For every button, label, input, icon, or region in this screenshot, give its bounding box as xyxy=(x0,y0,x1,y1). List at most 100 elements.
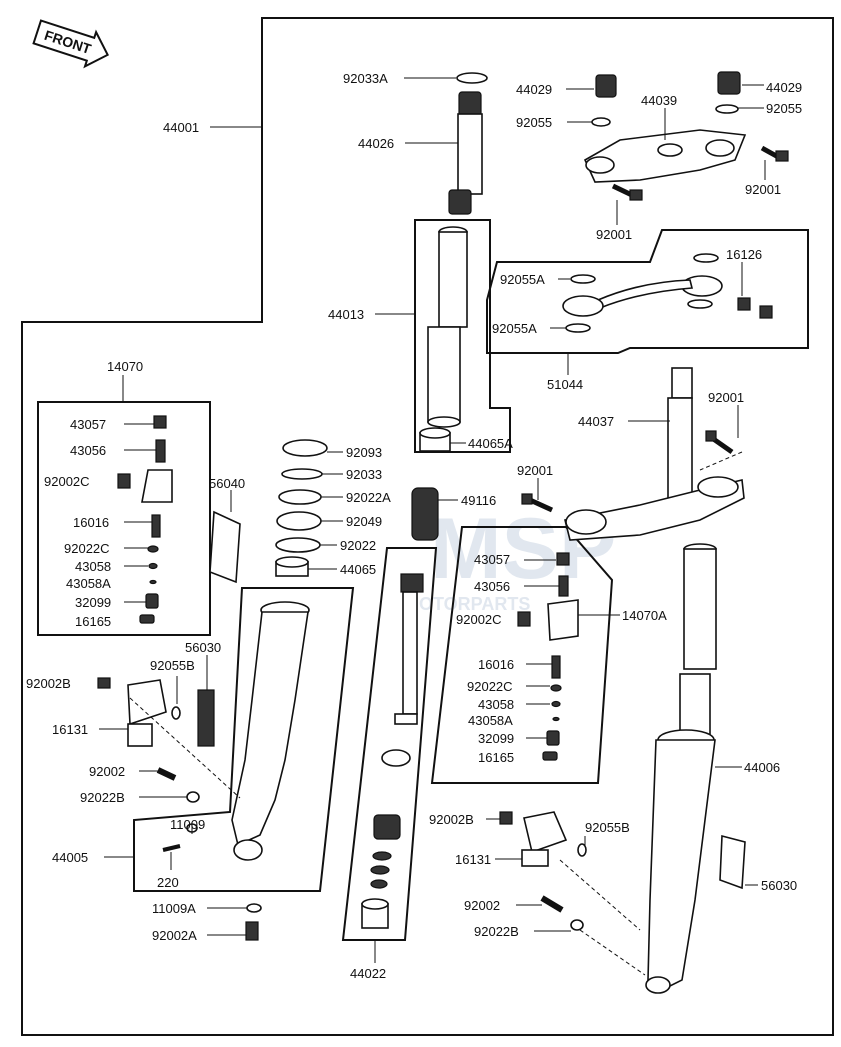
o-ring-part xyxy=(147,545,159,553)
washer-part xyxy=(278,489,322,505)
o-ring-part xyxy=(551,700,561,708)
circlip-part xyxy=(456,72,488,84)
label-43058A-left: 43058A xyxy=(66,576,111,591)
label-43058-right: 43058 xyxy=(478,697,514,712)
bolt-part xyxy=(156,767,177,781)
fork-tube-group-box xyxy=(414,219,511,453)
damper-rod-part xyxy=(394,573,424,725)
screw-part xyxy=(499,811,513,825)
rod-part xyxy=(551,655,561,679)
bolt-part xyxy=(540,895,564,913)
label-44006: 44006 xyxy=(744,760,780,775)
washer-part xyxy=(275,537,321,553)
label-92002-right: 92002 xyxy=(464,898,500,913)
label-43056-right: 43056 xyxy=(474,579,510,594)
bracket-bolt-part xyxy=(760,145,789,162)
upper-fork-bracket-part xyxy=(583,129,747,183)
o-ring-part xyxy=(552,716,560,722)
inner-fork-tube-right-part xyxy=(683,543,717,670)
label-43056-left: 43056 xyxy=(70,443,106,458)
front-arrow-icon: FRONT xyxy=(32,19,109,69)
label-sheet-part xyxy=(197,689,215,747)
label-92049: 92049 xyxy=(346,514,382,529)
damper-kit-box-left xyxy=(37,401,211,636)
adjuster-part xyxy=(155,439,166,463)
label-92002A: 92002A xyxy=(152,928,197,943)
label-51044: 51044 xyxy=(547,377,583,392)
fork-spring-part xyxy=(448,91,483,215)
top-plug-left-part xyxy=(595,74,617,98)
valve-body-part xyxy=(547,599,579,641)
label-92002C-left: 92002C xyxy=(44,474,90,489)
label-92055A-upper: 92055A xyxy=(500,272,545,287)
label-44029-left: 44029 xyxy=(516,82,552,97)
label-220: 220 xyxy=(157,875,179,890)
label-11009: 11009 xyxy=(170,817,205,832)
label-16165-right: 16165 xyxy=(478,750,514,765)
o-ring-part xyxy=(550,684,562,692)
label-92002B-left: 92002B xyxy=(26,676,71,691)
label-92002C-right: 92002C xyxy=(456,612,502,627)
bearing-cable-part xyxy=(597,279,694,310)
upper-bracket-box xyxy=(486,229,809,354)
bracket-bolt-part xyxy=(611,183,643,201)
label-44029-right: 44029 xyxy=(766,80,802,95)
seal-part xyxy=(687,299,713,309)
label-44022: 44022 xyxy=(350,966,386,981)
leader-lines xyxy=(99,77,766,963)
label-11009A: 11009A xyxy=(152,901,196,916)
part-labels: 92033A 44001 44026 44013 44065A 44029 44… xyxy=(26,71,802,981)
screw-part xyxy=(97,677,111,689)
label-44037: 44037 xyxy=(578,414,614,429)
left-slider-box xyxy=(133,587,355,892)
leader-dash xyxy=(129,697,241,799)
label-44065A: 44065A xyxy=(468,436,513,451)
label-92033A: 92033A xyxy=(343,71,388,86)
label-92001-top-right: 92001 xyxy=(745,182,781,197)
label-92033: 92033 xyxy=(346,467,382,482)
label-16126: 16126 xyxy=(726,247,762,262)
label-92093: 92093 xyxy=(346,445,382,460)
guide-bushing-part xyxy=(419,427,451,452)
label-43057-left: 43057 xyxy=(70,417,106,432)
label-56040: 56040 xyxy=(209,476,245,491)
fork-assembly-outline xyxy=(21,17,834,1036)
valve-assembly-right-part xyxy=(521,811,568,867)
leader-dash xyxy=(559,859,646,976)
screw-part xyxy=(117,473,131,489)
label-14070A: 14070A xyxy=(622,608,667,623)
label-92002B-right: 92002B xyxy=(429,812,474,827)
slide-bushing-part xyxy=(275,556,309,577)
seal-part xyxy=(693,253,719,263)
label-43058A-right: 43058A xyxy=(468,713,513,728)
stem-bolt-part xyxy=(521,493,554,513)
label-16016-left: 16016 xyxy=(73,515,109,530)
label-92022A: 92022A xyxy=(346,490,391,505)
label-56030-right: 56030 xyxy=(761,878,797,893)
label-32099-right: 32099 xyxy=(478,731,514,746)
label-44013: 44013 xyxy=(328,307,364,322)
label-14070: 14070 xyxy=(107,359,143,374)
label-43058-left: 43058 xyxy=(75,559,111,574)
valve-body-part xyxy=(141,469,173,503)
label-92055-left: 92055 xyxy=(516,115,552,130)
o-ring-part xyxy=(149,579,157,585)
valve-assembly-left-part xyxy=(127,679,167,747)
label-92002-left: 92002 xyxy=(89,764,125,779)
steering-stem-part xyxy=(564,367,745,541)
dust-seal-part xyxy=(282,439,328,457)
oil-lock-piece-part xyxy=(361,898,389,929)
label-92022C-left: 92022C xyxy=(64,541,110,556)
label-32099-left: 32099 xyxy=(75,595,111,610)
screw-part xyxy=(162,844,181,852)
label-92001-center: 92001 xyxy=(517,463,553,478)
label-16165-left: 16165 xyxy=(75,614,111,629)
o-ring-part xyxy=(171,706,181,720)
label-92055A-lower: 92055A xyxy=(492,321,537,336)
o-ring-part xyxy=(148,562,158,570)
label-sheet-part xyxy=(719,834,746,890)
label-44026: 44026 xyxy=(358,136,394,151)
boot-part xyxy=(411,487,439,541)
cap-part xyxy=(542,751,558,761)
leader-dash xyxy=(699,451,743,471)
